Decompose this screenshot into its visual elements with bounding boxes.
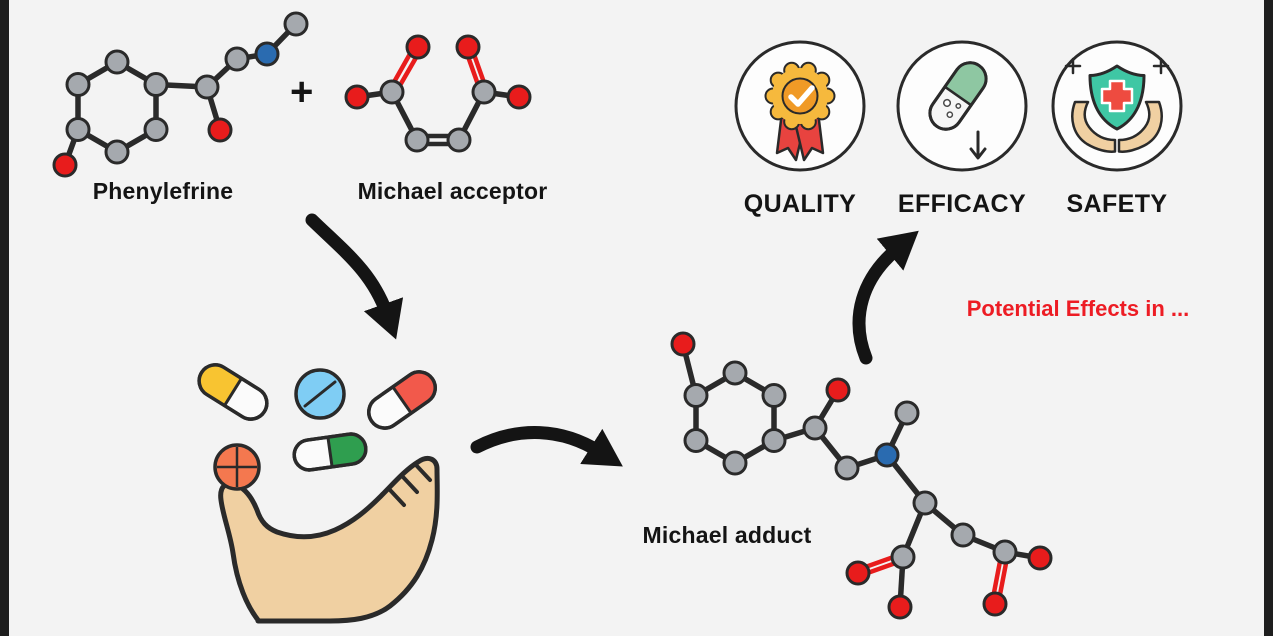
efficacy-label: EFFICACY bbox=[897, 190, 1027, 218]
medical-cross-icon bbox=[1100, 79, 1134, 113]
green-white-capsule-icon bbox=[292, 432, 368, 472]
quality-label: QUALITY bbox=[743, 190, 857, 218]
red-white-capsule-icon bbox=[367, 370, 437, 430]
phenylefrine-label: Phenylefrine bbox=[92, 178, 234, 204]
carbon-atoms bbox=[65, 11, 309, 165]
cradling-hands bbox=[1071, 100, 1163, 153]
nitrogen-atom bbox=[254, 41, 280, 67]
plus-sign: + bbox=[290, 70, 314, 114]
left-border-bar bbox=[0, 0, 9, 636]
right-border-bar bbox=[1264, 0, 1273, 636]
carbon-atoms bbox=[379, 79, 497, 153]
oxygen-atoms bbox=[344, 34, 532, 110]
efficacy-capsule-icon bbox=[896, 40, 1028, 172]
benzene-ring bbox=[693, 370, 777, 466]
michael-acceptor-label: Michael acceptor bbox=[357, 178, 548, 204]
phenylefrine-structure bbox=[52, 11, 309, 178]
benzene-ring bbox=[75, 59, 159, 155]
down-arrow-icon bbox=[969, 130, 987, 160]
hand-palm bbox=[218, 456, 440, 624]
sparkle-icon bbox=[1064, 57, 1170, 75]
capsule bbox=[928, 61, 988, 131]
michael-adduct-label: Michael adduct bbox=[642, 522, 812, 548]
quality-medal-icon bbox=[734, 40, 866, 172]
yellow-capsule-icon bbox=[197, 363, 269, 421]
arrow-drug-to-adduct bbox=[470, 426, 623, 467]
carbon-atoms bbox=[683, 360, 1018, 570]
oxygen-atom bbox=[52, 152, 78, 178]
finger-separation-lines bbox=[388, 463, 432, 507]
michael-adduct-structure bbox=[670, 331, 1053, 620]
safety-shield-icon bbox=[1051, 40, 1183, 172]
orange-tablet-icon bbox=[213, 443, 261, 491]
checkmark-icon bbox=[788, 85, 815, 107]
nitrogen-atom bbox=[874, 442, 900, 468]
safety-label: SAFETY bbox=[1066, 190, 1168, 218]
hand-holding-pills-icon bbox=[197, 363, 440, 624]
potential-effects-text: Potential Effects in ... bbox=[966, 296, 1190, 321]
arrow-reactants-to-drug bbox=[305, 213, 404, 340]
oxygen-atom bbox=[207, 117, 233, 143]
michael-acceptor-structure bbox=[344, 34, 532, 153]
blue-pill-icon bbox=[294, 368, 346, 420]
oxygen-atoms bbox=[670, 331, 1053, 620]
medal-rosette bbox=[764, 61, 836, 131]
